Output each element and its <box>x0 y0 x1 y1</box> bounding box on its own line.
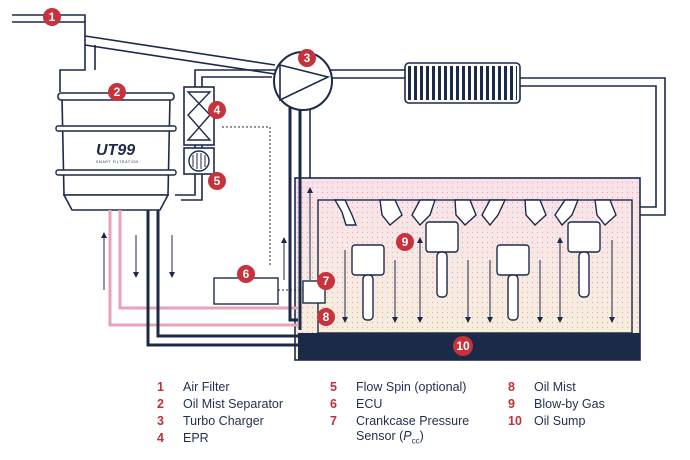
callout-badge-6: 6 <box>237 265 255 283</box>
separator-pipes <box>108 69 311 347</box>
callout-badge-9: 9 <box>396 233 414 251</box>
callout-badge-3: 3 <box>298 49 316 67</box>
svg-text:1: 1 <box>49 10 56 24</box>
flow-spin <box>183 147 215 175</box>
svg-text:6: 6 <box>243 267 250 281</box>
epr-valve <box>183 86 215 146</box>
pistons <box>351 221 601 321</box>
svg-text:9: 9 <box>402 235 409 249</box>
callout-badge-2: 2 <box>108 83 126 101</box>
oil-mist-separator <box>55 92 177 211</box>
separator-flow-arrows <box>101 232 287 290</box>
svg-text:5: 5 <box>214 174 221 188</box>
svg-text:8: 8 <box>323 310 330 324</box>
intake-pipes <box>12 14 276 92</box>
cylinder-heads <box>333 199 617 227</box>
callout-badge-7: 7 <box>317 272 335 290</box>
callout-badge-4: 4 <box>208 101 226 119</box>
blow-by-flow-arrows <box>307 187 615 323</box>
brand-logo: UT99 <box>96 142 135 159</box>
ecu-signal-lines <box>222 126 305 291</box>
svg-text:2: 2 <box>114 85 121 99</box>
charge-air-cooler <box>404 62 521 104</box>
callout-badge-10: 10 <box>453 336 473 356</box>
turbo-charger <box>273 51 333 111</box>
callout-badge-1: 1 <box>43 8 61 26</box>
brand-logo-tagline: SMART FILTRATION <box>96 160 139 164</box>
svg-text:3: 3 <box>304 51 311 65</box>
callout-badge-8: 8 <box>317 308 335 326</box>
turbo-outlet-pipes <box>330 69 666 216</box>
svg-text:10: 10 <box>456 339 470 353</box>
callout-badge-5: 5 <box>208 172 226 190</box>
svg-text:4: 4 <box>214 103 221 117</box>
svg-text:7: 7 <box>323 274 330 288</box>
